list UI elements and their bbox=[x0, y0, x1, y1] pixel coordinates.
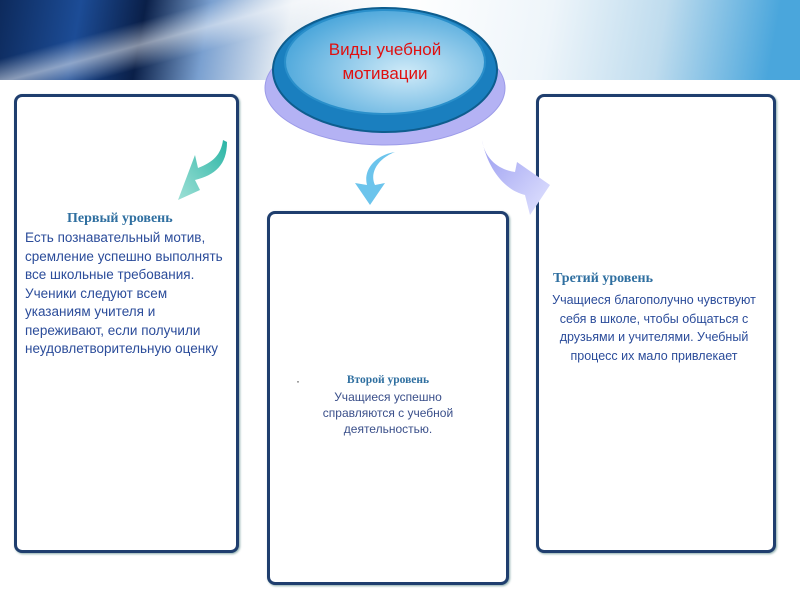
level-1-box: Первый уровень Есть познавательный мотив… bbox=[14, 94, 239, 553]
level-2-text: Учащиеся успешно справляются с учебной д… bbox=[322, 390, 454, 436]
level-3-heading: Третий уровень bbox=[553, 271, 653, 286]
main-title: Виды учебной мотивации bbox=[328, 40, 442, 83]
level-3-box: Третий уровень Учащиеся благополучно чув… bbox=[536, 94, 776, 553]
level-3-text: Учащиеся благополучно чувствуют себя в ш… bbox=[552, 293, 756, 363]
level-1-heading: Первый уровень bbox=[67, 211, 173, 226]
level-2-box: · Второй уровень Учащиеся успешно справл… bbox=[267, 211, 509, 585]
bullet: · bbox=[296, 374, 300, 388]
arrow-middle-icon bbox=[355, 152, 395, 205]
level-1-text: Есть познавательный мотив, сремление усп… bbox=[25, 230, 223, 356]
level-2-heading: Второй уровень bbox=[346, 374, 430, 386]
